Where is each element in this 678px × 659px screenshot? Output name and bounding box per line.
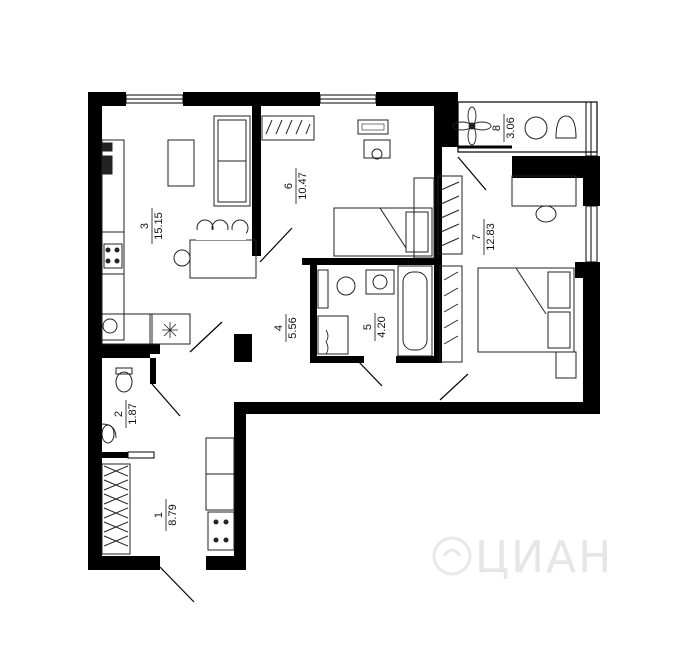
- windows: [125, 94, 598, 263]
- room-labels: 1 8.79 2 1.87 3 15.15 4 5.56 5 4.20 6 10…: [113, 114, 517, 531]
- coffee-table: [167, 139, 195, 187]
- dining-set: [173, 219, 257, 279]
- room-number: 4: [273, 325, 285, 331]
- door-swings: [151, 156, 487, 603]
- room-area: 12.83: [485, 223, 497, 251]
- bathroom-fixtures: [317, 265, 433, 357]
- wc-fixtures: [101, 367, 133, 444]
- room-area: 4.20: [376, 316, 388, 337]
- room-number: 2: [113, 411, 125, 417]
- outer-walls: [88, 92, 600, 570]
- room-label-7: 7 12.83: [471, 219, 497, 255]
- sofa: [213, 115, 251, 207]
- interior-walls: [102, 104, 583, 459]
- watermark-logo: ЦИАН: [432, 532, 613, 583]
- desk-room6: [357, 119, 391, 160]
- room-number: 3: [139, 223, 151, 229]
- balcony-furniture: [452, 106, 577, 146]
- room-number: 1: [153, 512, 165, 518]
- kitchen-counter: [101, 139, 191, 345]
- bed-room7: [477, 267, 577, 379]
- room-area: 10.47: [297, 172, 309, 200]
- shelf-room6: [437, 175, 463, 255]
- room-label-3: 3 15.15: [139, 208, 165, 244]
- wardrobe-hall: [101, 463, 131, 555]
- room-number: 6: [283, 183, 295, 189]
- balcony: [457, 101, 598, 157]
- room-number: 5: [362, 324, 374, 330]
- room-area: 15.15: [153, 212, 165, 240]
- room-label-5: 5 4.20: [362, 313, 388, 341]
- furniture: [101, 106, 577, 555]
- room-label-6: 6 10.47: [283, 168, 309, 204]
- room-label-2: 2 1.87: [113, 400, 139, 428]
- room-label-8: 8 3.06: [491, 114, 517, 142]
- bed-room6: [333, 177, 435, 259]
- room-area: 3.06: [505, 117, 517, 138]
- wardrobe-room6: [261, 115, 315, 141]
- room-number: 7: [471, 234, 483, 240]
- room-label-4: 4 5.56: [273, 314, 299, 342]
- room-area: 1.87: [127, 403, 139, 424]
- room-area: 8.79: [167, 504, 179, 525]
- room-number: 8: [491, 125, 503, 131]
- hall-cabinet: [205, 437, 235, 551]
- desk-room7: [511, 175, 577, 223]
- room-area: 5.56: [287, 317, 299, 338]
- watermark-text: ЦИАН: [475, 532, 613, 583]
- wardrobe-room7: [439, 265, 463, 363]
- room-label-1: 1 8.79: [153, 499, 179, 531]
